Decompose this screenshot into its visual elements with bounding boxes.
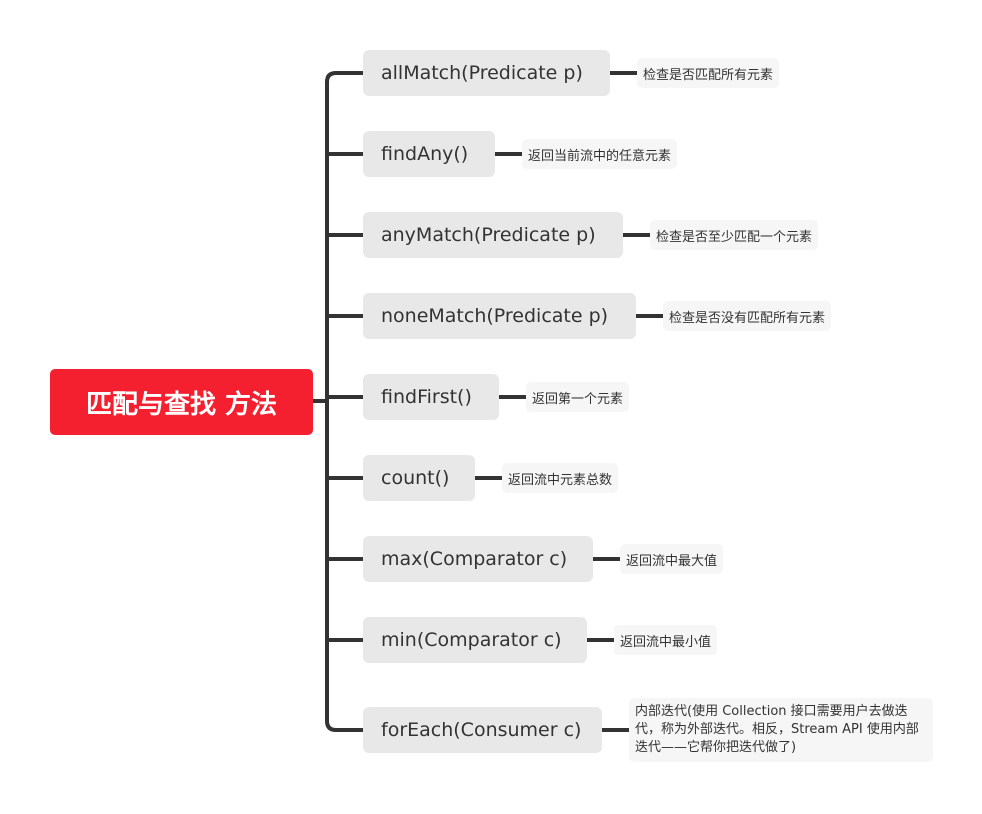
branch-findany[interactable]: findAny() — [363, 131, 495, 177]
branch-label: allMatch(Predicate p) — [381, 62, 583, 84]
branch-label: forEach(Consumer c) — [381, 719, 582, 741]
root-topic-label: 匹配与查找 方法 — [85, 389, 278, 420]
branch-nonematch[interactable]: noneMatch(Predicate p) — [363, 293, 636, 339]
branch-label: min(Comparator c) — [381, 629, 562, 651]
note-findany[interactable]: 返回当前流中的任意元素 — [522, 139, 678, 169]
branch-label: findAny() — [381, 143, 469, 165]
note-text: 返回流中最大值 — [626, 553, 718, 569]
branch-findfirst[interactable]: findFirst() — [363, 374, 499, 420]
branch-count[interactable]: count() — [363, 455, 475, 501]
note-text: 返回第一个元素 — [532, 391, 624, 407]
branch-label: anyMatch(Predicate p) — [381, 224, 596, 246]
note-text: 内部迭代(使用 Collection 接口需要用户去做迭代，称为外部迭代。相反，… — [635, 704, 919, 755]
note-text: 检查是否没有匹配所有元素 — [669, 310, 826, 326]
note-text: 检查是否匹配所有元素 — [643, 67, 774, 83]
branch-max[interactable]: max(Comparator c) — [363, 536, 593, 582]
note-max[interactable]: 返回流中最大值 — [620, 544, 724, 574]
branch-label: noneMatch(Predicate p) — [381, 305, 609, 327]
note-min[interactable]: 返回流中最小值 — [614, 625, 718, 655]
branch-label: max(Comparator c) — [381, 548, 568, 570]
note-text: 返回流中最小值 — [620, 634, 712, 650]
branch-foreach[interactable]: forEach(Consumer c) — [363, 707, 602, 753]
branch-allmatch[interactable]: allMatch(Predicate p) — [363, 50, 610, 96]
note-text: 检查是否至少匹配一个元素 — [656, 229, 813, 245]
branch-anymatch[interactable]: anyMatch(Predicate p) — [363, 212, 623, 258]
note-foreach[interactable]: 内部迭代(使用 Collection 接口需要用户去做迭代，称为外部迭代。相反，… — [629, 698, 933, 762]
note-text: 返回流中元素总数 — [508, 472, 613, 488]
note-anymatch[interactable]: 检查是否至少匹配一个元素 — [650, 220, 819, 250]
branch-label: findFirst() — [381, 386, 472, 408]
note-count[interactable]: 返回流中元素总数 — [502, 463, 619, 493]
root-topic[interactable]: 匹配与查找 方法 — [50, 369, 313, 435]
note-allmatch[interactable]: 检查是否匹配所有元素 — [637, 58, 780, 88]
note-text: 返回当前流中的任意元素 — [528, 148, 672, 164]
note-findfirst[interactable]: 返回第一个元素 — [526, 382, 630, 412]
branch-min[interactable]: min(Comparator c) — [363, 617, 587, 663]
note-nonematch[interactable]: 检查是否没有匹配所有元素 — [663, 301, 832, 331]
branch-label: count() — [381, 467, 450, 489]
